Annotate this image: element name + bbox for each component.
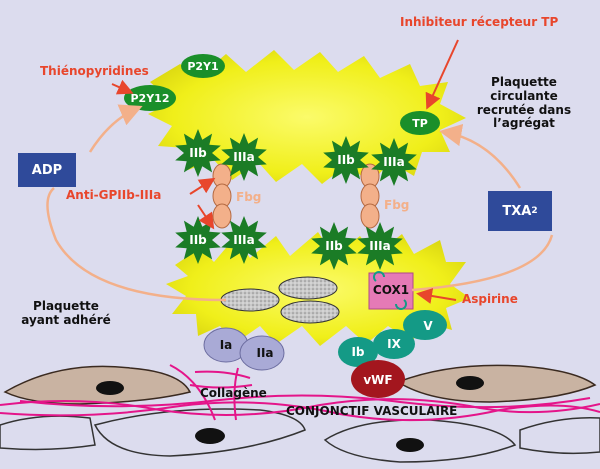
- nucleus: [396, 438, 424, 452]
- nucleus: [195, 428, 225, 444]
- granule: [220, 288, 280, 312]
- vwf-label: vWF: [363, 373, 392, 387]
- star-iiia-top-right-label: IIIa: [383, 155, 405, 169]
- adhered-platelet-label: Plaquette ayant adhéré: [21, 299, 111, 327]
- aspirine-arrow: [416, 288, 457, 304]
- gp-v: [403, 310, 447, 340]
- granule: [280, 300, 340, 324]
- cell-gray-far-right: [519, 417, 600, 455]
- star-iiia-bottom-left: [221, 216, 267, 264]
- star-iiia-bottom-left-label: IIIa: [233, 233, 255, 247]
- gp-v-label: V: [423, 319, 433, 333]
- glycoproteins: [203, 310, 447, 398]
- p2y12-receptor: [124, 85, 176, 111]
- feedback-arrows: [46, 104, 554, 302]
- gp-ix-label: IX: [387, 337, 401, 351]
- cell-gray-left: [0, 415, 96, 451]
- anti-gp-arrow-down: [197, 204, 215, 230]
- tp-label: TP: [412, 117, 428, 130]
- fbg-label-left: Fbg: [236, 190, 262, 204]
- tp-inhibitor-arrow: [425, 39, 459, 110]
- star-iiia-bottom-right: [357, 222, 403, 270]
- tp-inhibitor-label: Inhibiteur récepteur TP: [400, 15, 559, 29]
- aspirine-label: Aspirine: [462, 292, 518, 306]
- collagen-fibres: [0, 364, 600, 422]
- star-iiia-bottom-right-label: IIIa: [369, 239, 391, 253]
- thienopyridines-label: Thiénopyridines: [40, 64, 149, 78]
- gp-ia-label: Ia: [220, 338, 233, 352]
- tp-receptor: [400, 111, 440, 135]
- receptors: [124, 54, 440, 135]
- adp-box: ADP: [18, 153, 76, 187]
- anti-gp-arrow-up: [189, 177, 216, 195]
- p2y1-label: P2Y1: [187, 60, 218, 73]
- star-iib-bottom-right-label: IIb: [325, 239, 343, 253]
- collagene-label: Collagène: [200, 386, 267, 400]
- p2y12-label: P2Y12: [131, 92, 170, 105]
- anti-gp-label: Anti-GPIIb-IIIa: [66, 188, 162, 202]
- gp-iia: [239, 335, 285, 371]
- circulating-platelet-label: Plaquette circulante recrutée dans l’agr…: [476, 75, 572, 131]
- star-iib-top-left-label: IIb: [189, 146, 207, 160]
- adp-release-arrow: [46, 187, 227, 302]
- txa2-subscript: 2: [531, 206, 538, 216]
- gp-ix: [373, 329, 415, 359]
- gp-iia-label: IIa: [256, 346, 273, 360]
- txa2-label: TXA: [502, 203, 532, 219]
- vascular-cells: [0, 364, 600, 463]
- cell-brown-right: [396, 364, 597, 403]
- vwf-factor: [351, 360, 405, 398]
- star-iib-bottom-left-label: IIb: [189, 233, 207, 247]
- star-iiia-top-right: [371, 138, 417, 186]
- conjonctif-label: CONJONCTIF VASCULAIRE: [286, 404, 458, 418]
- adp-label: ADP: [31, 162, 63, 178]
- thienopyridines-arrow: [111, 79, 134, 95]
- drug-arrows: [111, 39, 459, 304]
- star-iiia-top-left: [221, 133, 267, 181]
- star-iib-top-right: [323, 136, 369, 184]
- granules: [220, 276, 340, 324]
- star-iiia-top-left-label: IIIa: [233, 150, 255, 164]
- txa2-to-tp-arrow: [439, 123, 522, 189]
- adp-to-p2y12-arrow: [88, 104, 143, 153]
- nucleus: [96, 381, 124, 395]
- gp-ib: [338, 337, 378, 367]
- p2y1-receptor: [181, 54, 225, 78]
- txa2-release-arrow: [411, 234, 554, 292]
- cox1-cycle-arrow: [395, 299, 407, 310]
- nucleus: [456, 376, 484, 390]
- star-iib-top-left: [175, 129, 221, 177]
- fbg-label-right: Fbg: [384, 198, 410, 212]
- gp-ib-label: Ib: [351, 345, 364, 359]
- granule: [278, 276, 338, 300]
- cox1-cycle-arrow: [373, 271, 385, 282]
- cox1-label: COX1: [373, 283, 409, 297]
- star-iib-bottom-right: [311, 222, 357, 270]
- fibrinogen-bridges: [212, 163, 380, 229]
- star-iib-top-right-label: IIb: [337, 153, 355, 167]
